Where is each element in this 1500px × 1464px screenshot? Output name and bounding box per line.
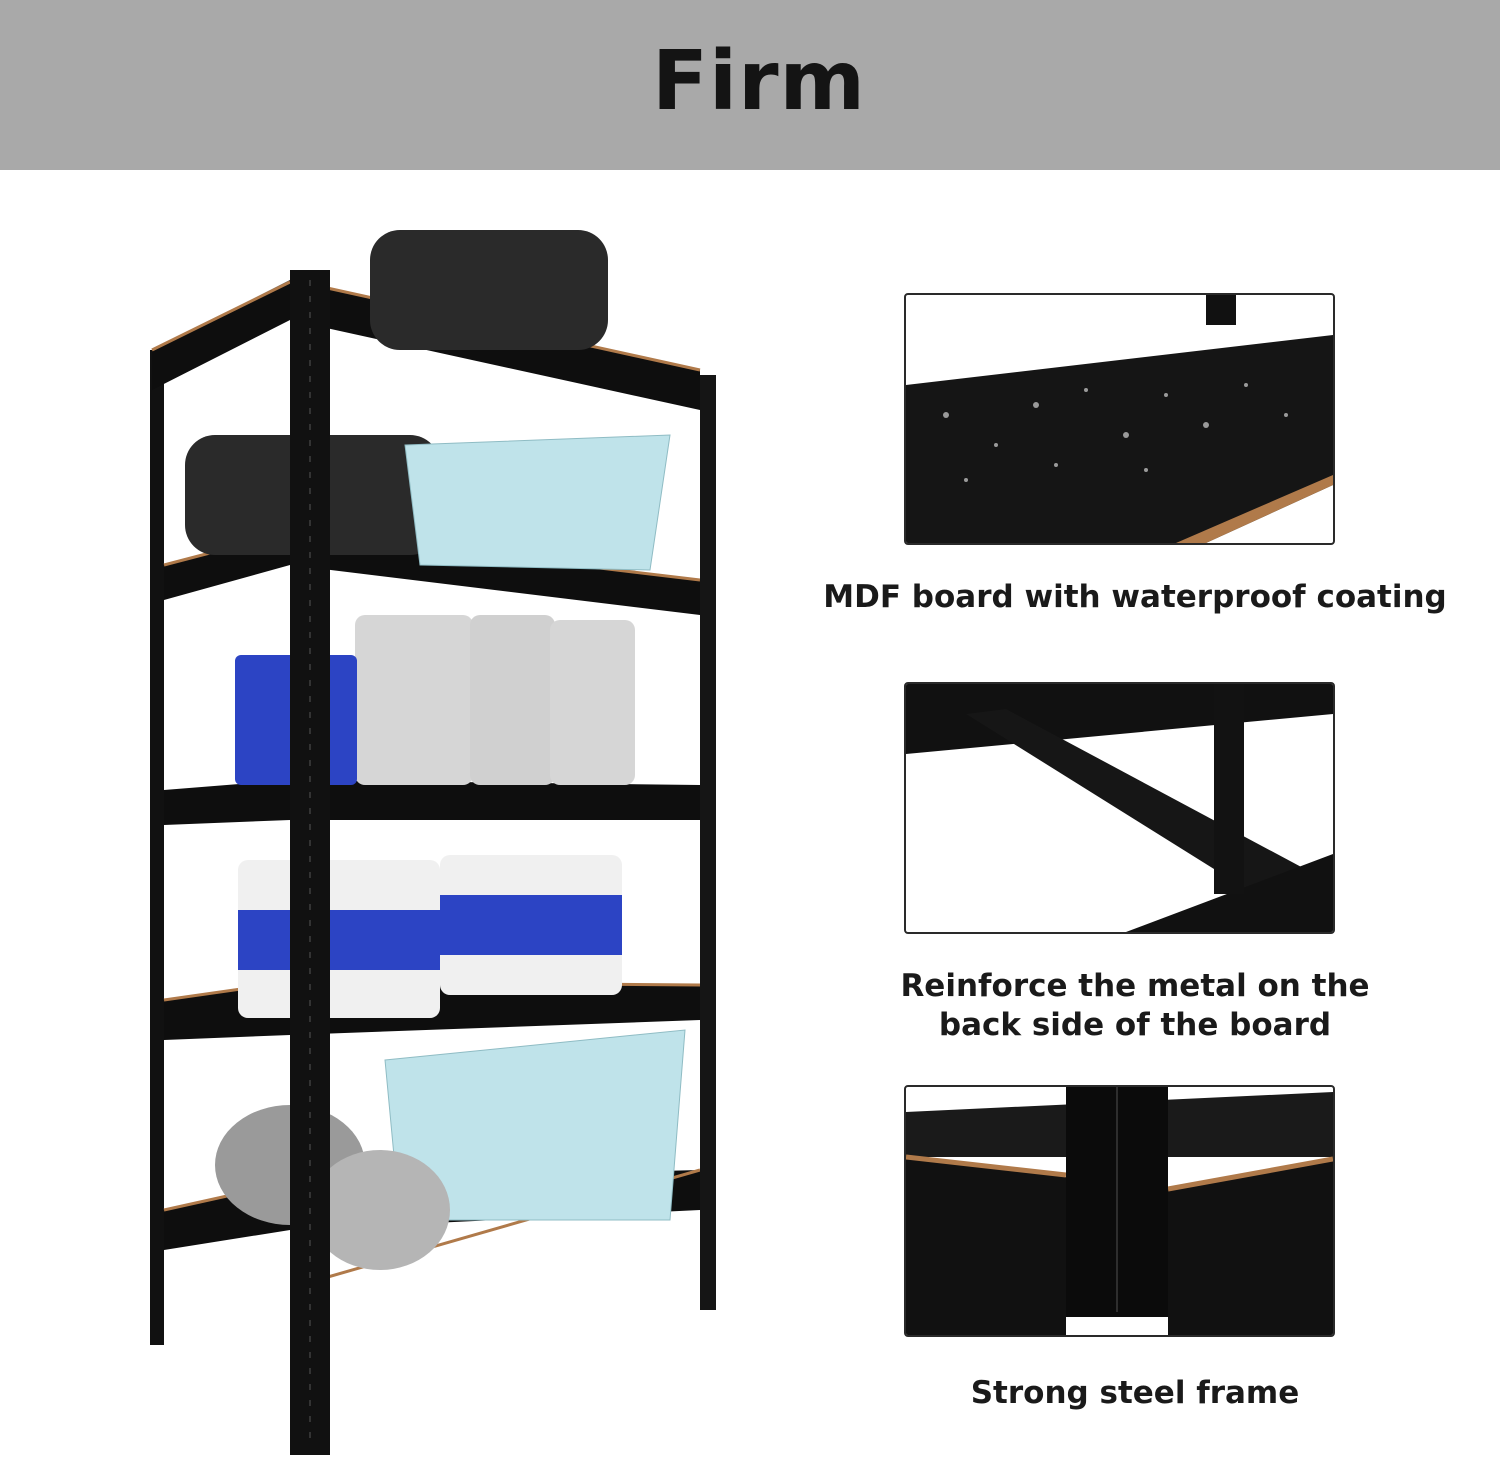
caption-line-2: back side of the board	[938, 1007, 1332, 1043]
header-banner: Firm	[0, 0, 1500, 170]
page-title: Firm	[651, 34, 866, 129]
feature-image-steel-frame	[904, 1085, 1335, 1337]
shelving-unit-image	[140, 220, 730, 1460]
feature-image-metal-reinforcement	[904, 682, 1335, 934]
caption-metal-reinforcement: Reinforce the metal on the back side of …	[820, 967, 1450, 1045]
caption-waterproof-board: MDF board with waterproof coating	[823, 579, 1447, 615]
feature-image-waterproof-board	[904, 293, 1335, 545]
caption-steel-frame: Strong steel frame	[970, 1375, 1300, 1411]
caption-line-1: Reinforce the metal on the	[900, 968, 1370, 1004]
